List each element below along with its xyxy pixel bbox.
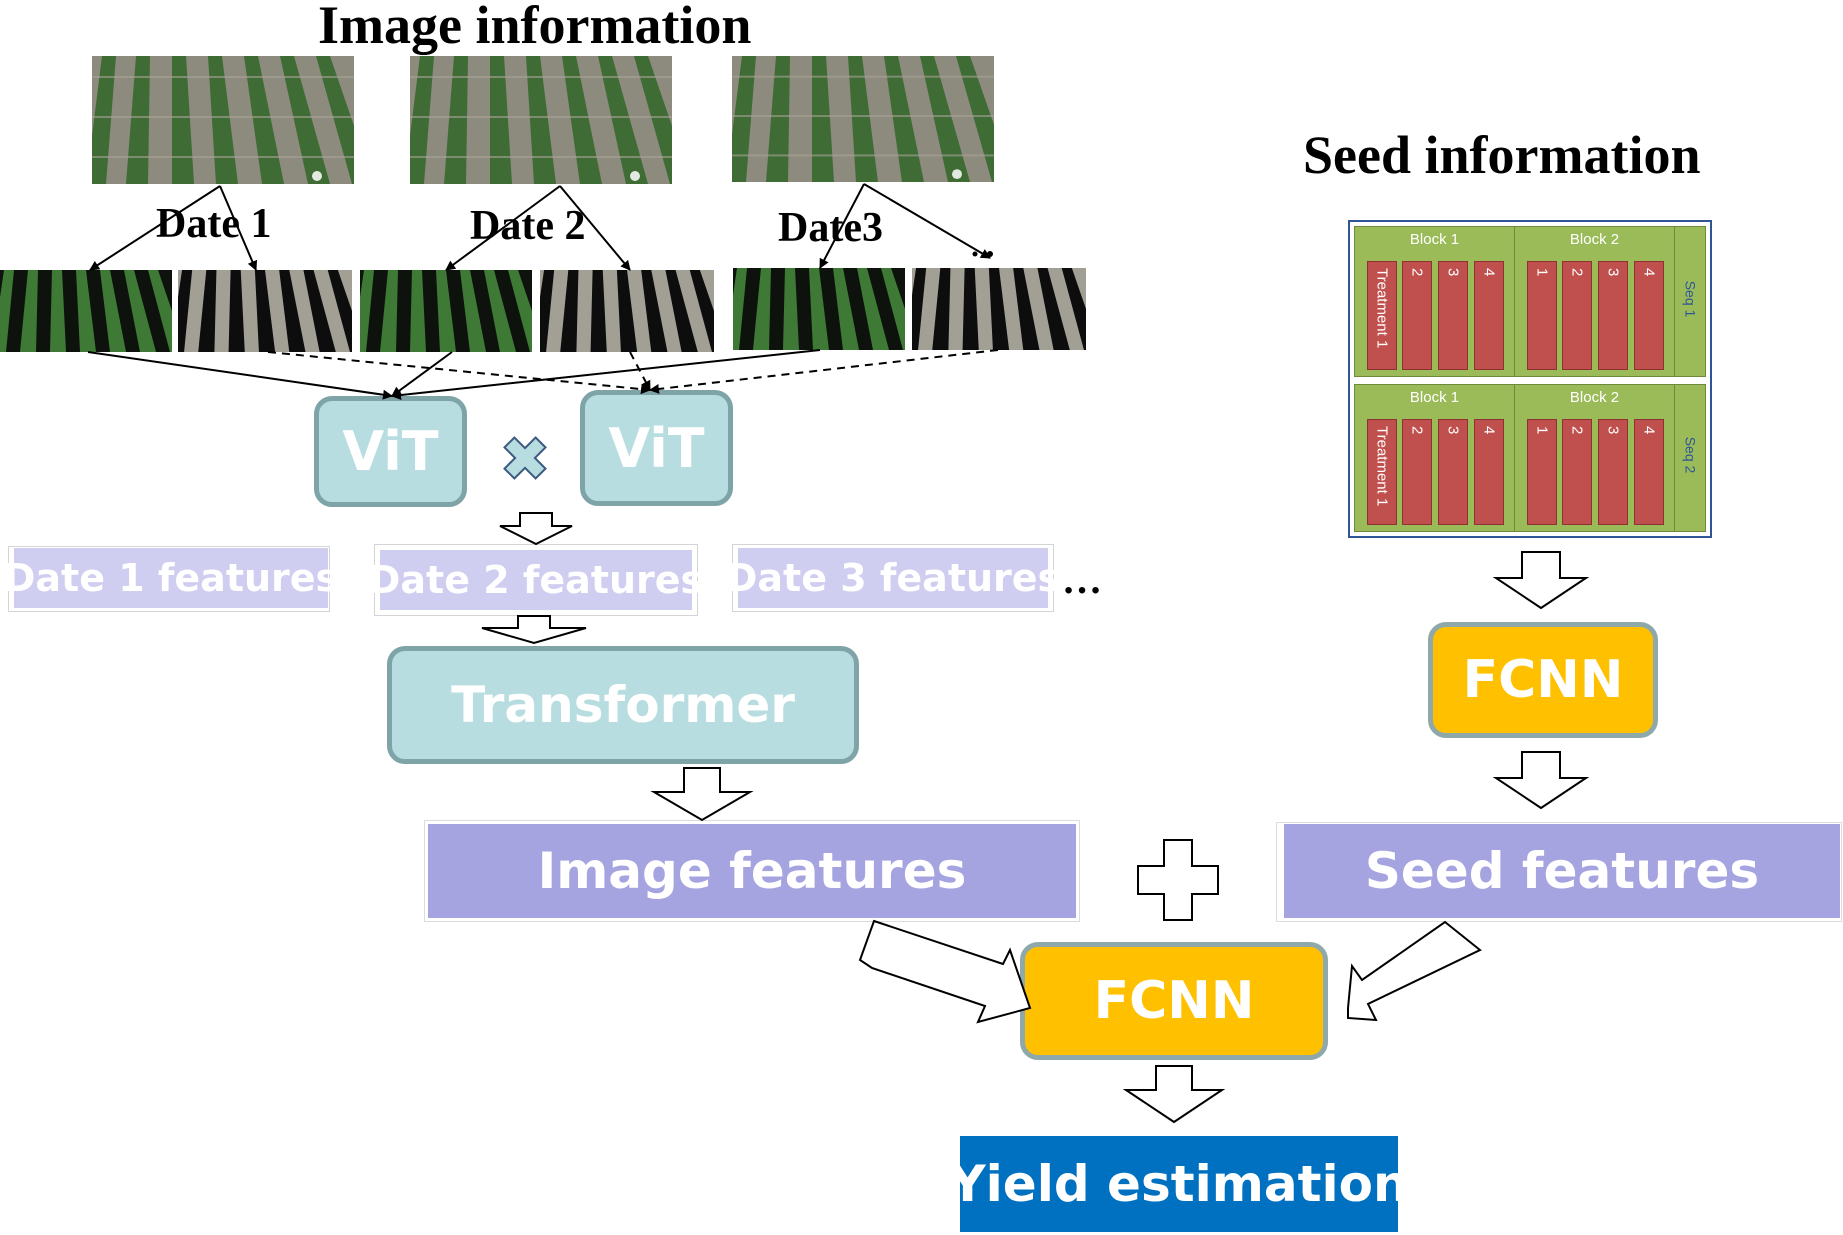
date-1-label: Date 1 [156,201,272,247]
date-1-features: Date 1 features [4,548,338,608]
arrow-photo3-plant [819,183,865,269]
arrow-plant1-vit [87,351,393,400]
plot-4: 4 [1634,261,1664,370]
arrow-seed-panel-to-fcnn [1492,551,1590,610]
block-title: Block 1 [1409,389,1460,406]
plus-icon [1137,839,1219,921]
arrow-seed-features-to-fcnn [1347,920,1482,1022]
arrow-fcnn-to-yield [1122,1065,1226,1124]
plot-2: 2 [1402,261,1432,370]
plot-3: 3 [1438,261,1468,370]
plot-4: 4 [1474,261,1504,370]
seq-1-block-1: Block 1 Treatment 1 2 3 4 [1355,227,1515,376]
arrow-vit-to-features [499,512,573,546]
arrow-fcnn-to-seed-features [1492,751,1590,810]
arrow-photo3-soil [863,183,991,259]
plot-3: 3 [1598,419,1628,525]
plot-2: 2 [1402,419,1432,525]
arrow-plant2-vit [391,351,453,397]
arrow-soil3-vit [649,349,999,394]
date-3-features: Date 3 features [726,548,1060,608]
block-title: Block 1 [1409,231,1460,248]
seq-2-block-1: Block 1 Treatment 1 2 3 4 [1355,385,1515,531]
seq-1-row: Block 1 Treatment 1 2 3 4 Block 2 1 2 3 … [1354,226,1706,377]
arrow-features-to-transformer [481,615,587,645]
plot-4: 4 [1474,419,1504,525]
plot-3: 3 [1598,261,1628,370]
date-3-label: Date3 [778,205,883,251]
seed-features: Seed features [1284,824,1840,918]
arrow-plant3-vit [391,349,821,401]
image-features: Image features [428,824,1076,918]
image-information-title: Image information [318,0,752,55]
plot-2: 2 [1562,261,1592,370]
plot-treatment-1: Treatment 1 [1367,261,1397,370]
arrow-soil1-vit [267,351,651,395]
plot-1: 1 [1527,419,1557,525]
arrow-transformer-to-image-features [650,767,754,822]
plot-treatment-1: Treatment 1 [1367,419,1397,525]
vit-soil-box: ViT [580,390,733,506]
plot-4: 4 [1634,419,1664,525]
arrow-soil2-vit [629,351,651,391]
block-title: Block 2 [1569,231,1620,248]
plot-1: 1 [1527,261,1557,370]
seq-1-block-2: Block 2 1 2 3 4 [1515,227,1675,376]
seed-layout-panel: Block 1 Treatment 1 2 3 4 Block 2 1 2 3 … [1348,220,1712,538]
arrow-photo2-soil [559,185,631,271]
seq-2-row: Block 1 Treatment 1 2 3 4 Block 2 1 2 3 … [1354,384,1706,532]
arrow-photo2-plant [445,185,561,271]
transformer-box: Transformer [387,646,859,764]
seed-information-title: Seed information [1303,125,1701,185]
yield-estimation-box: Yield estimation [949,1136,1409,1232]
arrow-image-features-to-fcnn [858,919,1032,1024]
multiply-icon [503,436,547,480]
seed-fcnn-box: FCNN [1428,622,1658,738]
seq-2-block-2: Block 2 1 2 3 4 [1515,385,1675,531]
arrow-photo1-soil [219,185,258,271]
arrow-photo1-plant [89,185,221,271]
continuation-dots [972,251,993,257]
plot-3: 3 [1438,419,1468,525]
more-dates-ellipsis: … [1062,557,1102,602]
plot-2: 2 [1562,419,1592,525]
date-2-features: Date 2 features [369,550,703,610]
block-title: Block 2 [1569,389,1620,406]
